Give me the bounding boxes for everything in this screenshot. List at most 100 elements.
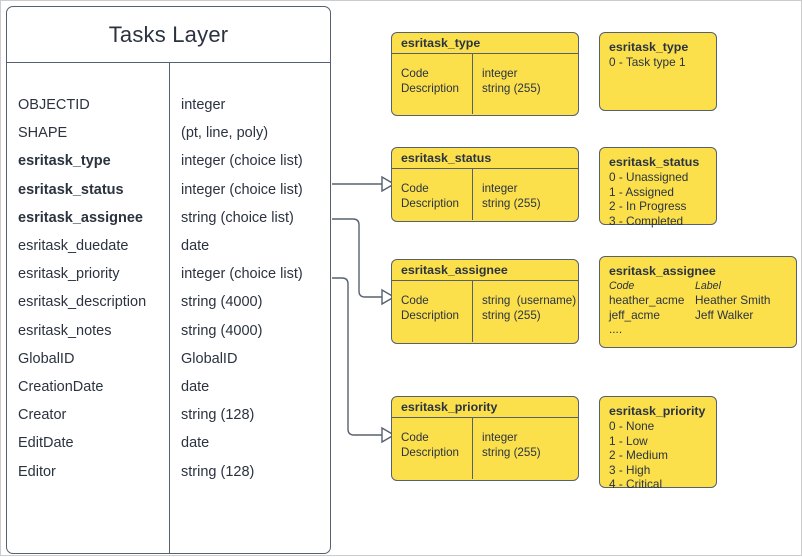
field-name: esritask_priority bbox=[18, 266, 120, 283]
field-name: esritask_duedate bbox=[18, 238, 129, 255]
field-type: date bbox=[181, 238, 210, 255]
schema-field-name: Description bbox=[401, 82, 459, 95]
field-row[interactable]: esritask_type integer (choice list) bbox=[7, 147, 330, 175]
domain-value: 0 - Task type 1 bbox=[609, 55, 686, 69]
field-name: Editor bbox=[18, 463, 56, 480]
schema-field-name: Code bbox=[401, 67, 429, 80]
field-type: string (128) bbox=[181, 407, 255, 424]
page-title: Tasks Layer bbox=[7, 7, 330, 63]
schema-field-name: Code bbox=[401, 182, 429, 195]
field-type: integer (choice list) bbox=[181, 181, 303, 198]
domain-values-status[interactable]: esritask_status 0 - Unassigned 1 - Assig… bbox=[599, 147, 717, 228]
field-name: GlobalID bbox=[18, 350, 75, 367]
field-row[interactable]: Creator string (128) bbox=[7, 401, 330, 429]
schema-field-type: integer bbox=[482, 67, 518, 80]
domain-values-priority[interactable]: esritask_priority 0 - None 1 - Low 2 - M… bbox=[599, 396, 717, 491]
field-row[interactable]: CreationDate date bbox=[7, 373, 330, 401]
field-row[interactable]: esritask_duedate date bbox=[7, 232, 330, 260]
domain-schema-assignee-body: Code Description string (username) strin… bbox=[392, 281, 578, 342]
schema-field-type: string (255) bbox=[482, 309, 541, 322]
schema-field-type: string (username) bbox=[482, 294, 577, 307]
domain-values-type-title: esritask_type bbox=[609, 40, 689, 54]
schema-field-name: Description bbox=[401, 309, 459, 322]
field-type: date bbox=[181, 378, 210, 395]
field-type: integer bbox=[181, 97, 226, 114]
domain-schema-status[interactable]: esritask_status Code Description integer… bbox=[391, 147, 579, 222]
field-type: integer (choice list) bbox=[181, 153, 303, 170]
domain-schema-priority-body: Code Description integer string (255) bbox=[392, 418, 578, 479]
assignee-label-header: Label bbox=[695, 280, 721, 292]
field-name: CreationDate bbox=[18, 378, 104, 395]
domain-value: 1 - Assigned bbox=[609, 184, 674, 199]
field-name: esritask_description bbox=[18, 294, 147, 311]
field-type: (pt, line, poly) bbox=[181, 125, 269, 142]
domain-values-type[interactable]: esritask_type 0 - Task type 1 bbox=[599, 32, 717, 111]
field-row[interactable]: GlobalID GlobalID bbox=[7, 345, 330, 373]
domain-schema-priority[interactable]: esritask_priority Code Description integ… bbox=[391, 396, 579, 481]
domain-value: 3 - Completed bbox=[609, 213, 684, 228]
domain-values-assignee-title: esritask_assignee bbox=[609, 264, 716, 278]
connector-priority bbox=[332, 277, 382, 436]
domain-value: 0 - None bbox=[609, 419, 655, 433]
assignee-code: .... bbox=[609, 322, 623, 336]
schema-field-type: string (255) bbox=[482, 197, 541, 210]
field-name: esritask_type bbox=[18, 153, 111, 170]
domain-schema-priority-title: esritask_priority bbox=[392, 397, 578, 418]
schema-field-type: integer bbox=[482, 431, 518, 444]
field-name: OBJECTID bbox=[18, 97, 90, 114]
domain-value: 4 - Critical bbox=[609, 477, 663, 491]
domain-value: 1 - Low bbox=[609, 433, 648, 448]
connector-assignee bbox=[332, 218, 382, 298]
domain-schema-status-body: Code Description integer string (255) bbox=[392, 169, 578, 220]
domain-schema-status-title: esritask_status bbox=[392, 148, 578, 169]
field-type: string (4000) bbox=[181, 322, 263, 339]
domain-value: 0 - Unassigned bbox=[609, 170, 689, 184]
domain-values-status-title: esritask_status bbox=[609, 155, 700, 169]
field-row[interactable]: OBJECTID integer bbox=[7, 91, 330, 119]
field-row[interactable]: Editor string (128) bbox=[7, 457, 330, 485]
schema-field-name: Code bbox=[401, 294, 429, 307]
field-row[interactable]: EditDate date bbox=[7, 429, 330, 457]
schema-column-divider bbox=[472, 418, 474, 479]
schema-field-name: Code bbox=[401, 431, 429, 444]
field-name: EditDate bbox=[18, 435, 74, 452]
schema-column-divider bbox=[472, 281, 474, 342]
domain-value: 2 - In Progress bbox=[609, 199, 687, 213]
field-type: string (4000) bbox=[181, 294, 263, 311]
domain-schema-type[interactable]: esritask_type Code Description integer s… bbox=[391, 32, 579, 116]
domain-schema-assignee[interactable]: esritask_assignee Code Description strin… bbox=[391, 259, 579, 344]
assignee-code: heather_acme bbox=[609, 293, 685, 307]
domain-value: 3 - High bbox=[609, 462, 651, 477]
schema-column-divider bbox=[472, 169, 474, 220]
schema-column-divider bbox=[472, 54, 474, 114]
assignee-code: jeff_acme bbox=[609, 307, 660, 322]
domain-values-priority-title: esritask_priority bbox=[609, 404, 706, 418]
field-type: date bbox=[181, 435, 210, 452]
field-name: esritask_notes bbox=[18, 322, 112, 339]
field-row[interactable]: esritask_description string (4000) bbox=[7, 288, 330, 316]
field-name: esritask_status bbox=[18, 181, 124, 198]
field-row[interactable]: esritask_notes string (4000) bbox=[7, 317, 330, 345]
assignee-code-header: Code bbox=[609, 280, 635, 292]
domain-schema-assignee-title: esritask_assignee bbox=[392, 260, 578, 281]
field-row[interactable]: esritask_status integer (choice list) bbox=[7, 176, 330, 204]
field-type: string (choice list) bbox=[181, 209, 294, 226]
schema-field-name: Description bbox=[401, 197, 459, 210]
domain-schema-type-title: esritask_type bbox=[392, 33, 578, 54]
schema-field-name: Description bbox=[401, 446, 459, 459]
domain-values-assignee[interactable]: esritask_assignee Code heather_acme jeff… bbox=[599, 256, 797, 348]
field-type: GlobalID bbox=[181, 350, 238, 367]
field-name: Creator bbox=[18, 407, 67, 424]
schema-field-type: integer bbox=[482, 182, 518, 195]
field-row[interactable]: SHAPE(pt, line, poly) bbox=[7, 119, 330, 147]
schema-field-type: string (255) bbox=[482, 82, 541, 95]
column-divider bbox=[169, 63, 171, 553]
field-type: string (128) bbox=[181, 463, 255, 480]
schema-field-type: string (255) bbox=[482, 446, 541, 459]
